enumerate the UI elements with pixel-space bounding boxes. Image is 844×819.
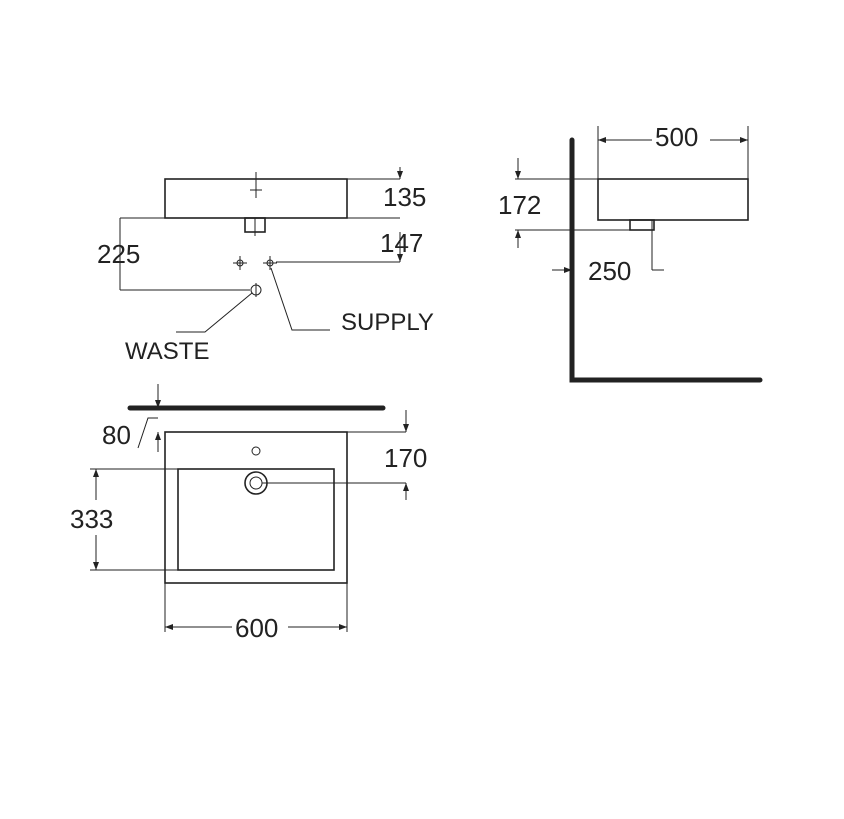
dim-label-250: 250 bbox=[588, 256, 631, 286]
dim-label-172: 172 bbox=[498, 190, 541, 220]
leader-80 bbox=[137, 417, 158, 449]
arrow-head bbox=[515, 230, 521, 238]
arrow-head bbox=[397, 171, 403, 179]
dim-label-135: 135 bbox=[383, 182, 426, 212]
tap-hole bbox=[251, 446, 261, 456]
dim-label-500: 500 bbox=[655, 122, 698, 152]
dim-label-80: 80 bbox=[102, 420, 131, 450]
arrow-head bbox=[155, 400, 161, 408]
arrow-head bbox=[155, 432, 161, 440]
arrow-head bbox=[598, 137, 606, 143]
waste-leader bbox=[176, 292, 253, 333]
waste-outlet-side bbox=[629, 219, 655, 231]
arrow-head bbox=[93, 562, 99, 570]
dim-label-147: 147 bbox=[380, 228, 423, 258]
dim-label-600: 600 bbox=[235, 613, 278, 643]
arrow-head bbox=[403, 483, 409, 491]
wall-section bbox=[569, 137, 763, 383]
basin-top-outer bbox=[164, 431, 348, 584]
arrow-head bbox=[93, 469, 99, 477]
supply-leader bbox=[270, 267, 330, 331]
top-view: 80 170 333 600 bbox=[70, 384, 427, 643]
arrow-head bbox=[740, 137, 748, 143]
arrow-head bbox=[515, 171, 521, 179]
waste-label: WASTE bbox=[125, 338, 209, 365]
arrow-head bbox=[564, 267, 572, 273]
arrow-head bbox=[165, 624, 173, 630]
dim-label-170: 170 bbox=[384, 443, 427, 473]
arrow-head bbox=[397, 254, 403, 262]
arrow-head bbox=[403, 424, 409, 432]
waste-drain-inner bbox=[249, 476, 263, 490]
side-view: 500 172 250 bbox=[498, 122, 763, 383]
dim-label-333: 333 bbox=[70, 504, 113, 534]
dim-label-225: 225 bbox=[97, 239, 140, 269]
basin-top-bowl bbox=[177, 468, 335, 571]
supply-label: SUPPLY bbox=[341, 309, 434, 336]
basin-side-body bbox=[597, 178, 749, 221]
front-view: 135 147 225 SUPPLY WASTE bbox=[97, 167, 434, 365]
arrow-head bbox=[339, 624, 347, 630]
